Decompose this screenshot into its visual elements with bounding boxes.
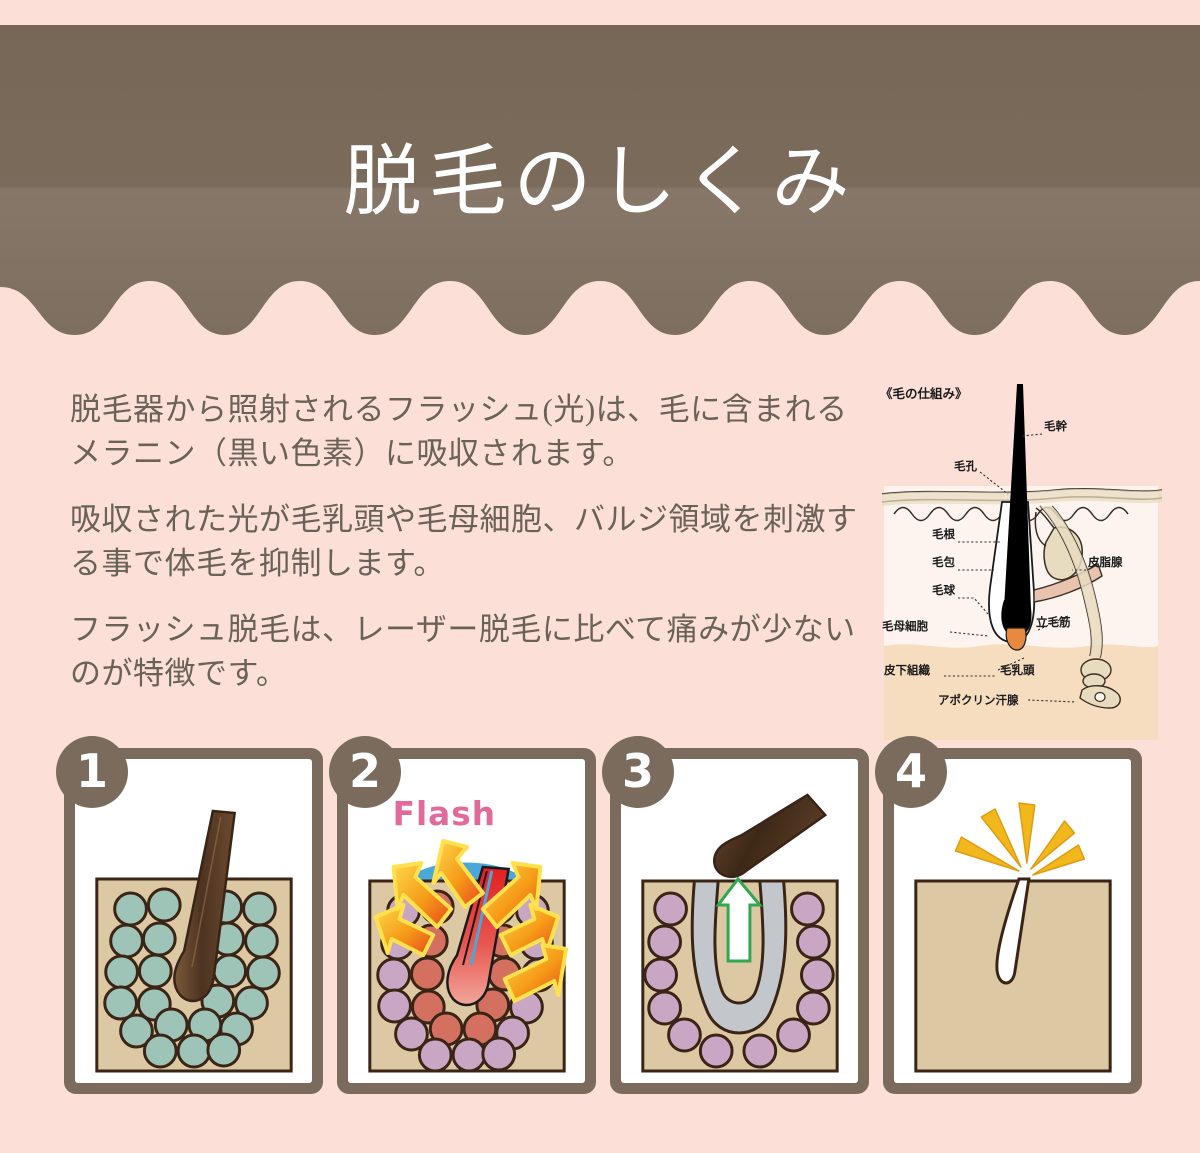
leader-dermal-papilla — [997, 657, 1025, 671]
label-hair-bulb: 毛球 — [932, 583, 955, 597]
label-sebaceous-gland: 皮脂腺 — [1087, 555, 1123, 569]
label-hair-shaft: 毛幹 — [1044, 419, 1067, 433]
header-banner: 脱毛のしくみ — [0, 25, 1200, 335]
paragraph-1: 脱毛器から照射されるフラッシュ(光)は、毛に含まれるメラニン（黒い色素）に吸収さ… — [70, 392, 848, 472]
step-card-1: 1 — [56, 736, 323, 1094]
label-hair-root: 毛根 — [932, 527, 955, 541]
step-card-2: 2 — [329, 736, 596, 1094]
header-background-shape — [0, 25, 1200, 335]
hair-structure-diagram: 《毛の仕組み》 毛幹 毛孔 毛根 毛包 毛球 毛母細胞 皮下組織 皮脂腺 — [876, 378, 1166, 740]
hair-removal-illustration — [641, 793, 839, 1073]
leader-hair-bulb — [958, 597, 989, 615]
leader-pore — [979, 471, 1009, 495]
hair-in-follicle-illustration — [95, 809, 293, 1073]
label-apocrine-gland: アポクリン汗腺 — [938, 693, 1019, 707]
step-badge-1: 1 — [56, 736, 128, 808]
label-matrix-cells: 毛母細胞 — [882, 619, 928, 633]
leader-hair-shaft — [1021, 433, 1043, 437]
leader-matrix-cells — [949, 631, 989, 637]
step-illustration-1 — [75, 759, 312, 1083]
description-text: 脱毛器から照射されるフラッシュ(光)は、毛に含まれるメラニン（黒い色素）に吸収さ… — [70, 388, 870, 696]
label-pore: 毛孔 — [954, 459, 977, 473]
step-card-4: 4 — [875, 736, 1142, 1094]
flash-label: Flash — [393, 794, 496, 833]
step-illustration-4 — [894, 759, 1131, 1083]
step-card-3: 3 — [602, 736, 869, 1094]
leader-apocrine-gland — [1027, 699, 1077, 703]
step-badge-4: 4 — [875, 736, 947, 808]
label-follicle: 毛包 — [932, 555, 955, 569]
step-badge-2: 2 — [329, 736, 401, 808]
paragraph-3: フラッシュ脱毛は、レーザー脱毛に比べて痛みが少ないのが特徴です。 — [70, 612, 856, 692]
step-illustration-2: Flash — [348, 759, 585, 1083]
step-illustration-3 — [621, 759, 858, 1083]
leader-arrector-pili — [1037, 615, 1069, 631]
label-arrector-pili: 立毛筋 — [1036, 615, 1071, 629]
step-badge-3: 3 — [602, 736, 674, 808]
page-title: 脱毛のしくみ — [343, 138, 857, 225]
smooth-skin-illustration — [914, 802, 1112, 1073]
label-dermal-papilla: 毛乳頭 — [1000, 663, 1035, 677]
anatomy-title: 《毛の仕組み》 — [880, 386, 968, 401]
paragraph-2: 吸収された光が毛乳頭や毛母細胞、バルジ領域を刺激する事で体毛を抑制します。 — [70, 502, 858, 582]
flash-irradiation-illustration: Flash — [368, 792, 569, 1073]
steps-row: 1 — [56, 736, 1142, 1094]
hair-anatomy-illustration: 《毛の仕組み》 毛幹 毛孔 毛根 毛包 毛球 毛母細胞 皮下組織 皮脂腺 — [880, 384, 1163, 740]
label-subcutaneous: 皮下組織 — [883, 663, 930, 677]
